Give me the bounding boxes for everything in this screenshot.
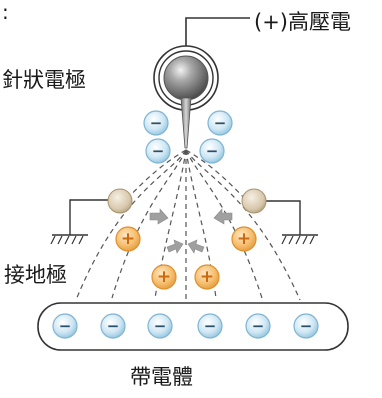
plus-symbol: +: [237, 229, 251, 249]
negative-ion: −: [143, 110, 169, 136]
minus-symbol: −: [252, 317, 265, 335]
needle-electrode-label: 針狀電極: [2, 68, 86, 92]
negative-ion: −: [293, 313, 319, 339]
positive-ions: + + + +: [115, 226, 257, 290]
minus-symbol: −: [206, 142, 219, 160]
negative-ion: −: [199, 138, 225, 164]
plus-symbol: +: [200, 267, 214, 287]
negative-ion: −: [145, 138, 171, 164]
negative-ion: −: [245, 313, 271, 339]
hv-wire: [185, 17, 250, 52]
needle-electrode: [153, 45, 219, 149]
minus-symbol: −: [150, 114, 163, 132]
minus-symbol: −: [214, 114, 227, 132]
positive-ion: +: [115, 226, 141, 252]
minus-symbol: −: [300, 317, 313, 335]
negative-ions: − − − − − − − − − −: [52, 110, 319, 339]
negative-ion: −: [207, 110, 233, 136]
minus-symbol: −: [154, 317, 167, 335]
negative-ion: −: [52, 313, 78, 339]
plus-symbol: +: [157, 267, 171, 287]
minus-symbol: −: [107, 317, 120, 335]
minus-symbol: −: [152, 142, 165, 160]
minus-symbol: −: [204, 317, 217, 335]
ground-electrode-right: [241, 188, 318, 245]
plus-symbol: +: [121, 229, 135, 249]
high-voltage-label: (+)高壓電: [254, 10, 351, 34]
positive-ion: +: [231, 226, 257, 252]
ground-electrode-left: [50, 188, 133, 245]
minus-symbol: −: [59, 317, 72, 335]
negative-ion: −: [147, 313, 173, 339]
negative-ion: −: [197, 313, 223, 339]
charged-body-label: 帶電體: [130, 365, 193, 389]
negative-ion: −: [100, 313, 126, 339]
positive-ion: +: [194, 264, 220, 290]
corner-mark: :: [2, 0, 9, 24]
field-lines: [75, 149, 301, 301]
positive-ion: +: [151, 264, 177, 290]
ground-electrode-label: 接地極: [4, 263, 67, 287]
flow-arrows: [149, 208, 233, 254]
